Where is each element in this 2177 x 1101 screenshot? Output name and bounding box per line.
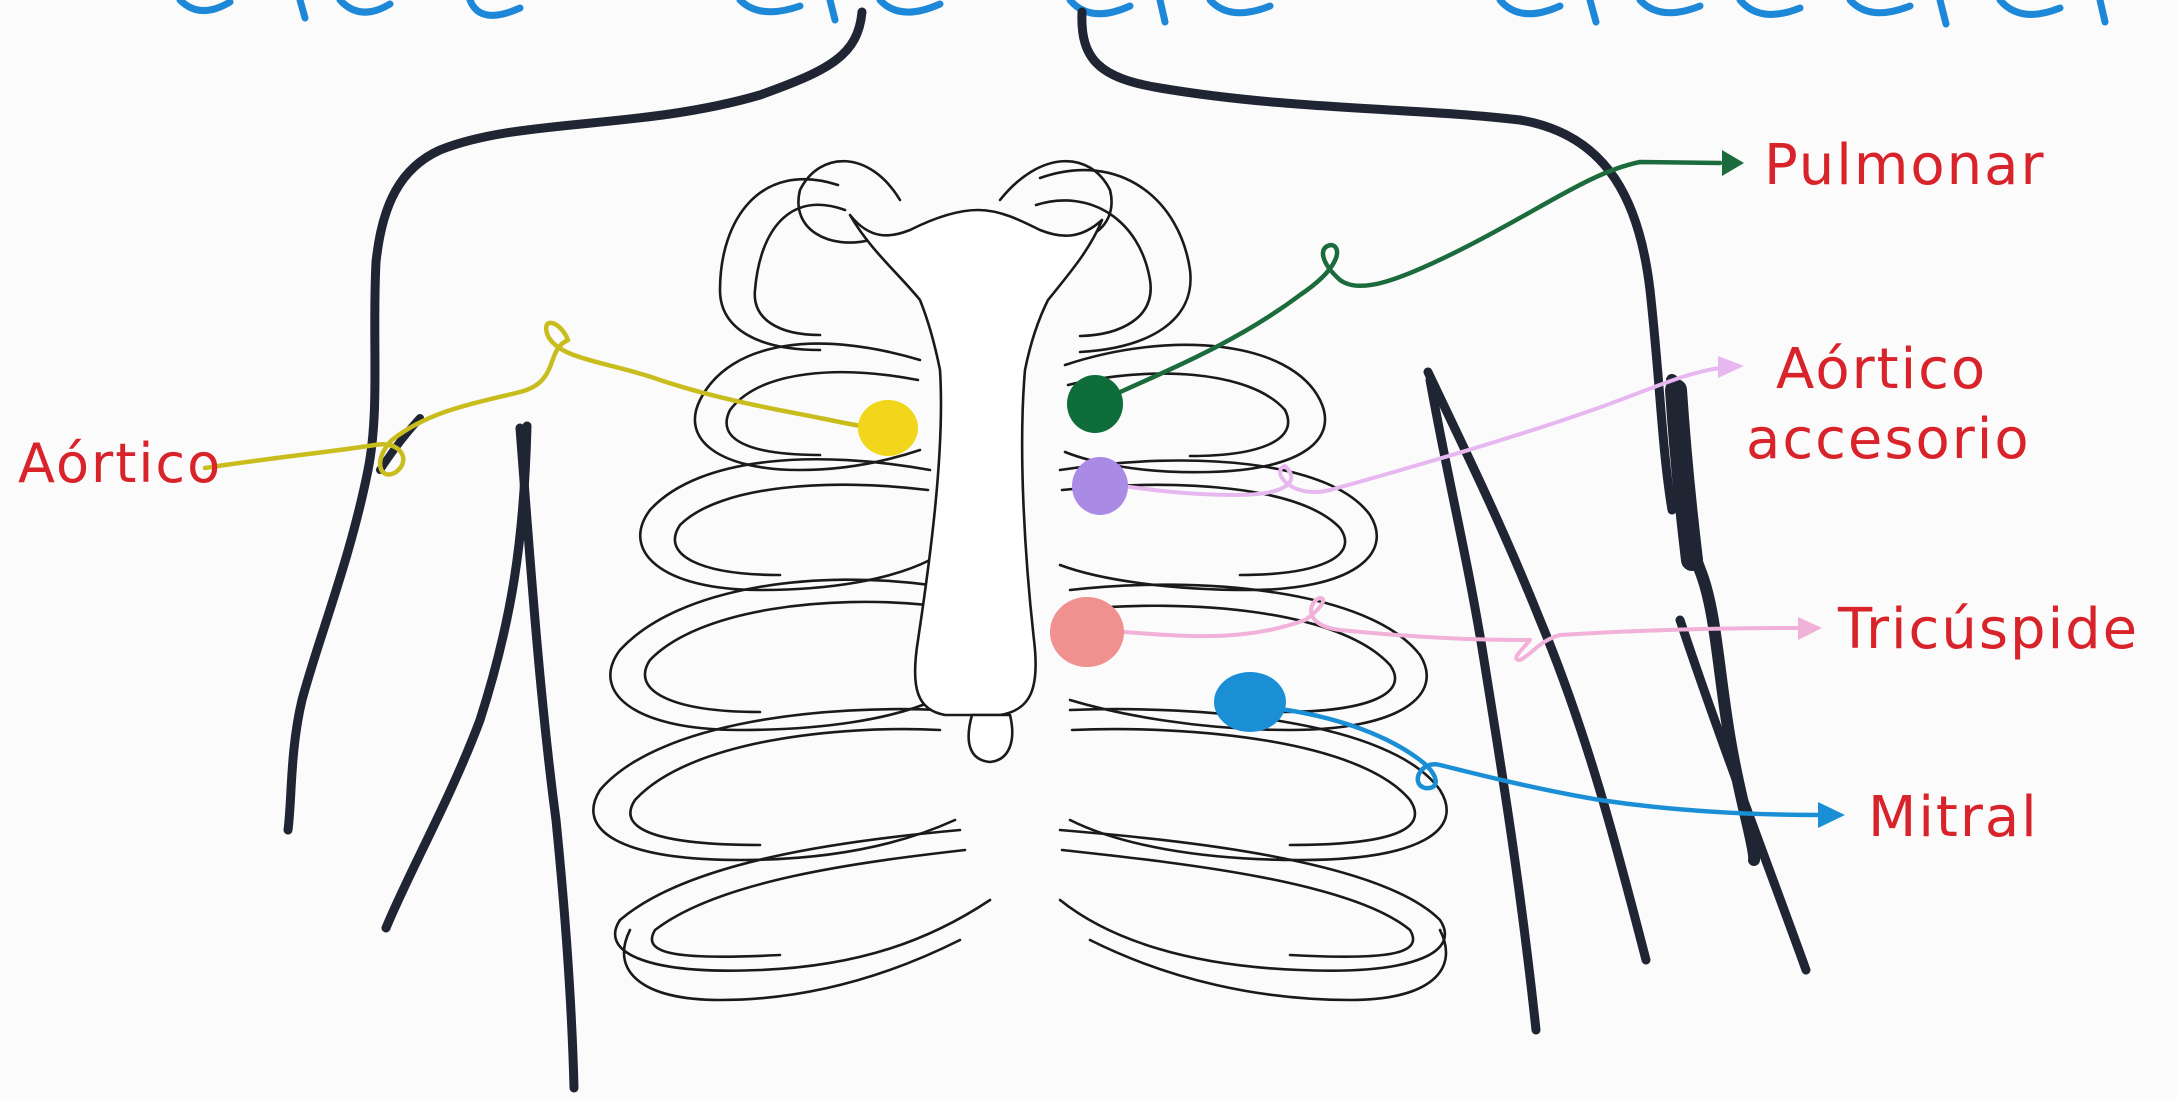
tricuspide-dot	[1050, 597, 1124, 667]
mitral-dot	[1214, 672, 1286, 732]
label-aortico: Aórtico	[18, 432, 222, 495]
right-side-line	[1680, 620, 1806, 970]
left-body-line	[386, 426, 527, 928]
arrow-heads	[1718, 150, 1845, 828]
aortico-accesorio-arrow-icon	[1718, 356, 1744, 378]
right-body-line	[1428, 372, 1646, 960]
neck-right	[1082, 12, 1672, 510]
left-body-line-2	[520, 428, 574, 1088]
title-fragment	[180, 0, 2105, 24]
tricuspide-line	[1124, 598, 1800, 660]
pulmonar-arrow-icon	[1722, 150, 1744, 176]
aortico-accesorio-line	[1108, 368, 1720, 495]
aortico-dot	[858, 400, 918, 456]
torso-outline	[288, 12, 1806, 1088]
arm-right-thick	[1676, 390, 1692, 560]
label-tricuspide: Tricúspide	[1837, 597, 2139, 662]
xiphoid	[969, 715, 1013, 762]
aortico-accesorio-dot	[1072, 457, 1128, 515]
ribcage	[593, 161, 1446, 1000]
label-aortico-accesorio-2: accesorio	[1746, 407, 2031, 472]
neck-left	[368, 12, 862, 470]
mitral-arrow-icon	[1818, 802, 1845, 828]
tricuspide-arrow-icon	[1798, 617, 1822, 640]
label-aortico-accesorio-1: Aórtico	[1776, 337, 1987, 402]
label-pulmonar: Pulmonar	[1764, 133, 2045, 198]
label-mitral: Mitral	[1868, 785, 2039, 850]
arm-left-outer	[288, 470, 368, 830]
pulmonar-dot	[1067, 375, 1123, 433]
